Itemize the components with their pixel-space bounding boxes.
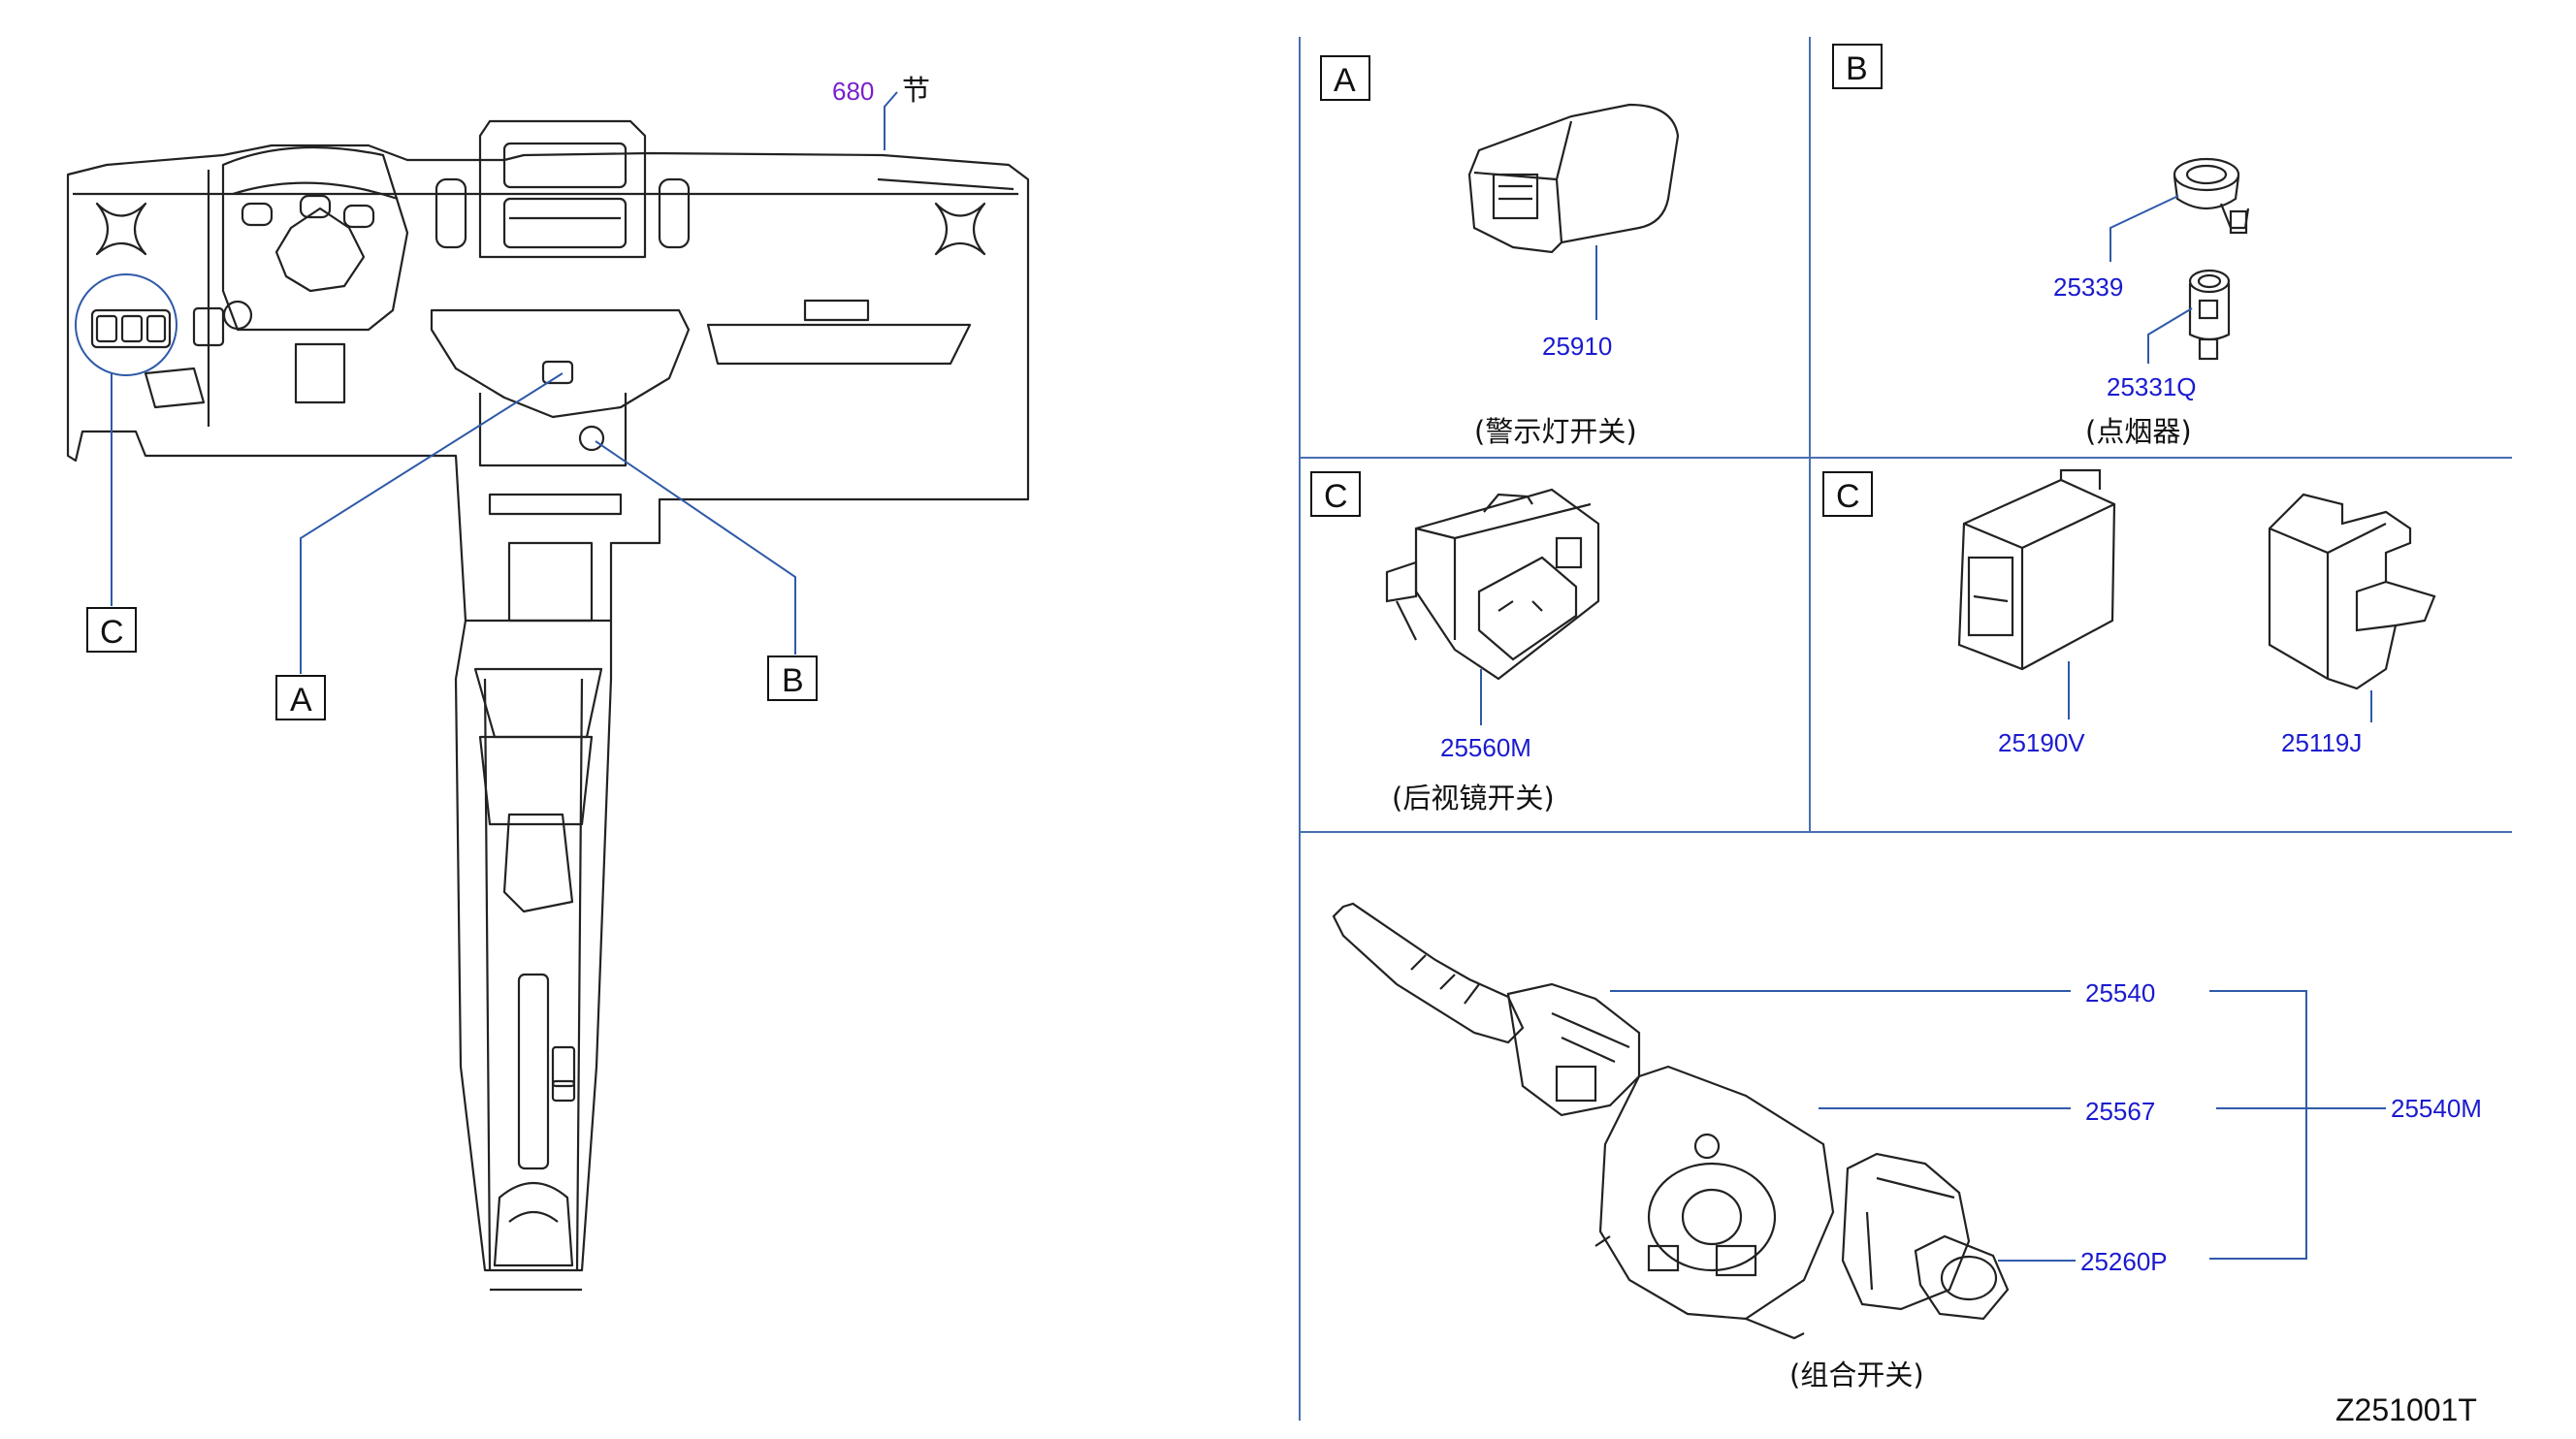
panel-grid <box>1299 37 2512 1421</box>
panel-b-label: B <box>1846 50 1868 87</box>
part-25190V[interactable]: 25190V <box>1998 728 2085 757</box>
part-25560M[interactable]: 25560M <box>1440 733 1531 762</box>
diagram-code: Z251001T <box>2335 1392 2477 1427</box>
section-suffix: 节 <box>902 74 930 107</box>
callout-a[interactable]: A <box>275 675 326 720</box>
cigarette-lighter-drawing <box>2173 157 2250 361</box>
caption-hazard-switch: (警示灯开关) <box>1474 415 1637 448</box>
part-25119J[interactable]: 25119J <box>2281 728 2362 757</box>
left-leaders <box>111 91 898 674</box>
caption-mirror-switch: (后视镜开关) <box>1392 782 1555 815</box>
panel-a: A 25910 (警示灯开关) <box>1320 55 1680 448</box>
panel-a-label: A <box>1334 62 1356 99</box>
panel-c1-label: C <box>1324 478 1348 515</box>
switch-25190V-drawing <box>1957 468 2116 671</box>
part-25540M[interactable]: 25540M <box>2391 1094 2482 1123</box>
svg-text:A: A <box>290 682 312 719</box>
caption-lighter: (点烟器) <box>2085 415 2192 448</box>
callout-c-highlight <box>75 273 177 376</box>
hazard-switch-drawing <box>1467 103 1680 254</box>
svg-text:C: C <box>100 614 124 651</box>
part-25910[interactable]: 25910 <box>1542 332 1612 361</box>
callout-b[interactable]: B <box>767 656 818 701</box>
combo-leaders <box>1610 990 2386 1262</box>
panel-b-leaders <box>2109 195 2193 364</box>
section-reference: 680 节 <box>832 74 930 107</box>
panel-b: B 25339 25331Q (点烟器) <box>1832 44 2250 448</box>
mirror-switch-drawing <box>1385 488 1600 681</box>
panel-c1: C 25560M (后视镜开关) <box>1310 471 1600 815</box>
callout-c[interactable]: C <box>86 607 137 653</box>
caption-combination-switch: (组合开关) <box>1789 1359 1924 1391</box>
part-25540[interactable]: 25540 <box>2085 978 2155 1007</box>
panel-c2: C 25190V 25119J <box>1822 468 2436 757</box>
dashboard-illustration <box>66 119 1030 1292</box>
part-25260P[interactable]: 25260P <box>2080 1247 2168 1276</box>
switch-25119J-drawing <box>2268 493 2436 690</box>
combination-switch-drawing <box>1332 902 2010 1340</box>
panel-c2-label: C <box>1836 478 1860 515</box>
svg-text:B: B <box>782 662 804 699</box>
section-number: 680 <box>832 77 874 106</box>
part-25567[interactable]: 25567 <box>2085 1097 2155 1126</box>
part-25331Q[interactable]: 25331Q <box>2107 372 2197 401</box>
panel-combo: 25540 25567 25260P 25540M (组合开关) <box>1332 902 2482 1391</box>
part-25339[interactable]: 25339 <box>2053 272 2123 302</box>
